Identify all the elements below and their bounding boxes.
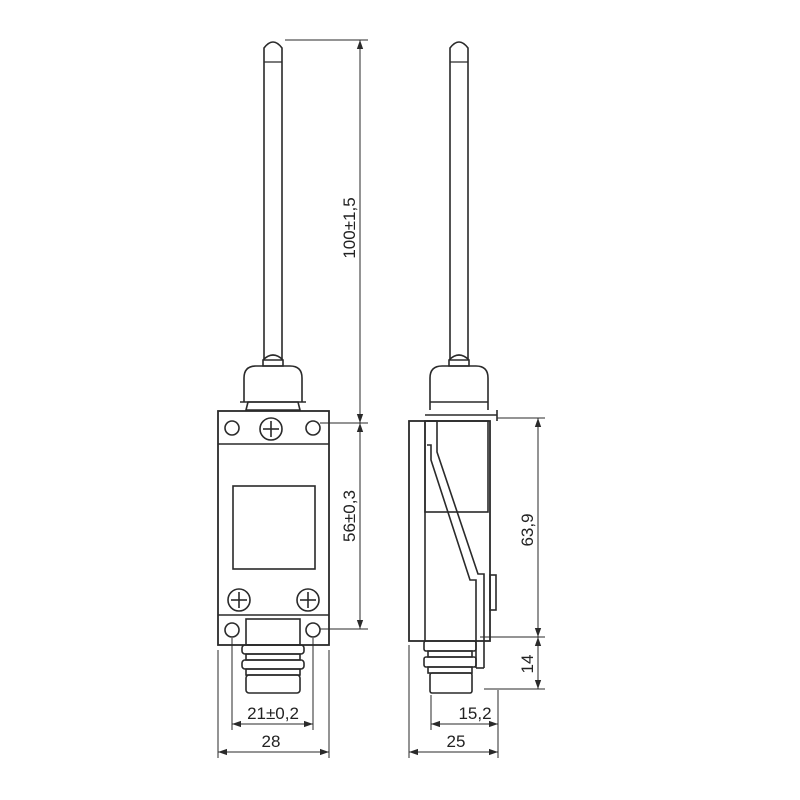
dim-body-width: 28 — [262, 732, 281, 751]
front-spring-actuator — [262, 41, 284, 367]
front-mounting-holes — [224, 420, 321, 638]
front-bottom-gland — [241, 618, 305, 694]
mounting-hole-icon — [305, 420, 321, 436]
screw-icon — [259, 417, 283, 441]
dim-side-width: 25 — [447, 732, 466, 751]
label-window — [232, 485, 316, 570]
front-screws — [227, 417, 320, 612]
side-bottom-gland — [423, 640, 477, 694]
dimension-lines — [217, 39, 545, 758]
dim-body-height: 56±0,3 — [340, 490, 359, 542]
dim-plunger-height: 14 — [518, 655, 537, 674]
side-view — [408, 41, 498, 694]
front-head-cap — [240, 365, 306, 411]
dim-actuator-length: 100±1,5 — [340, 197, 359, 258]
dim-side-height: 63,9 — [518, 513, 537, 546]
side-body — [408, 410, 498, 669]
dimension-labels: 100±1,5 56±0,3 63,9 14 21±0,2 28 15,2 25 — [247, 197, 537, 751]
dim-side-offset: 15,2 — [458, 704, 491, 723]
side-spring-actuator — [448, 41, 470, 367]
dim-mount-spacing: 21±0,2 — [247, 704, 299, 723]
mounting-hole-icon — [305, 622, 321, 638]
front-view — [217, 41, 330, 694]
screw-icon — [227, 588, 251, 612]
mounting-hole-icon — [224, 622, 240, 638]
side-head-cap — [429, 365, 489, 410]
mounting-hole-icon — [224, 420, 240, 436]
screw-icon — [296, 588, 320, 612]
